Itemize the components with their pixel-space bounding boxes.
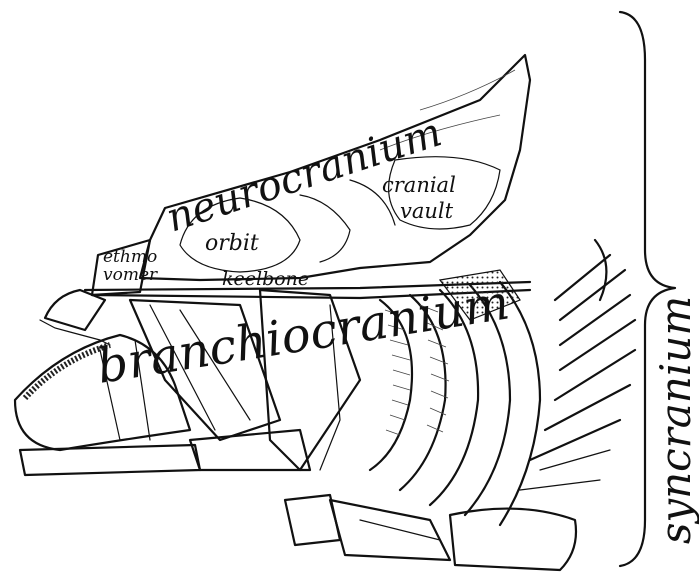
- pectoral-girdle-outline: [285, 495, 576, 570]
- label-ethmo: ethmo: [103, 247, 157, 267]
- label-syncranium: syncranium: [651, 296, 699, 544]
- label-cranial: cranial: [382, 173, 456, 197]
- label-orbit: orbit: [205, 231, 259, 256]
- label-vomer: vomer: [103, 265, 158, 285]
- label-keelbone: keelbone: [222, 268, 309, 290]
- label-vault: vault: [400, 199, 454, 223]
